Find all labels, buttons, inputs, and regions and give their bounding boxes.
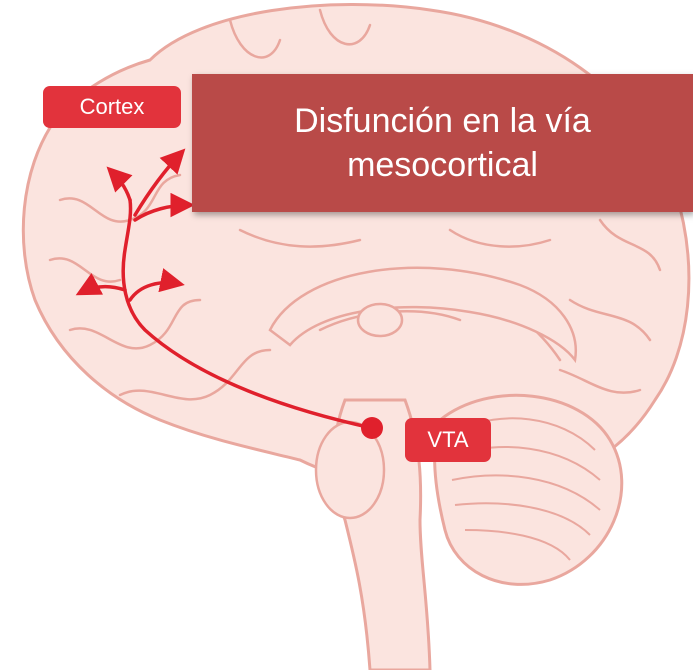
vta-node	[361, 417, 383, 439]
pathway-branch-low-right	[128, 268, 185, 302]
pathway-main-trunk	[121, 198, 374, 430]
pathway-branch-top-right	[133, 148, 186, 217]
mesocortical-pathway	[75, 148, 374, 430]
pathway-branch-mid-right	[133, 192, 195, 222]
pathway-branch-top-left	[106, 166, 133, 202]
cerebellum-folds	[451, 417, 601, 561]
cortex-label: Cortex	[43, 86, 181, 128]
pathway-branch-low-left	[75, 272, 127, 296]
title-banner: Disfunción en la vía mesocortical	[192, 74, 693, 212]
title-line-2: mesocortical	[347, 146, 538, 184]
thalamus	[356, 302, 404, 338]
title-line-1: Disfunción en la vía	[294, 101, 591, 140]
vta-label: VTA	[405, 418, 491, 462]
